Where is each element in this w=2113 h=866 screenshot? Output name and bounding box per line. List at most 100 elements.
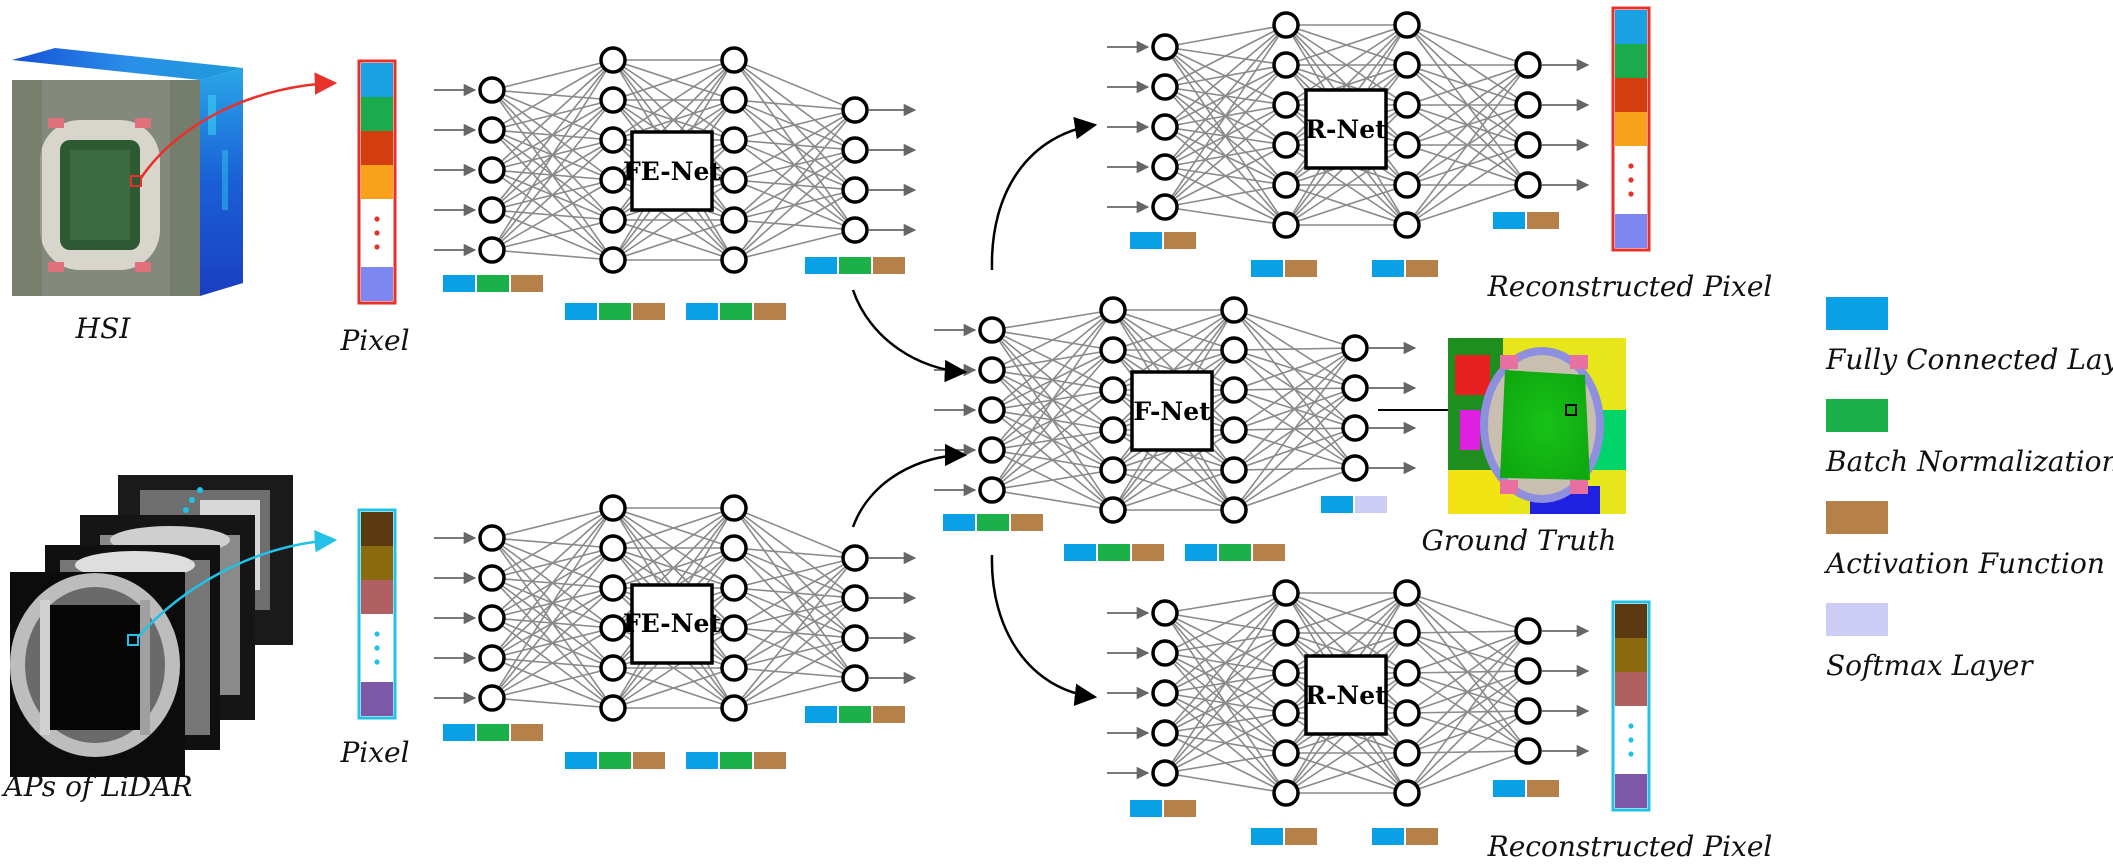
neuron-node	[1099, 376, 1127, 404]
neuron-node	[599, 534, 627, 562]
edge	[991, 429, 1114, 491]
neuron-node	[1099, 296, 1127, 324]
neuron-node	[1151, 73, 1179, 101]
edge	[1233, 347, 1356, 471]
act-block	[1253, 544, 1285, 561]
reconstructed-pixel-vector-top	[1611, 6, 1651, 252]
act-block	[1406, 260, 1438, 277]
edge	[491, 507, 614, 699]
act-block	[873, 706, 905, 723]
neuron-node	[1099, 336, 1127, 364]
fc-block	[565, 752, 597, 769]
neuron-node	[841, 176, 869, 204]
legend: Fully Connected LayerBatch Normalization…	[1823, 297, 2113, 682]
fe-bottom-to-f-net-arrow	[851, 443, 968, 528]
neuron-node	[1514, 617, 1542, 645]
reconstructed-pixel-label-bottom: Reconstructed Pixel	[1487, 830, 1773, 863]
neuron-node	[478, 76, 506, 104]
neuron-node	[841, 624, 869, 652]
edge	[733, 557, 856, 629]
edge	[1233, 427, 1356, 511]
pixel-band-cell	[361, 267, 393, 301]
neuron-node	[1151, 33, 1179, 61]
edge	[733, 59, 856, 111]
neuron-node	[478, 196, 506, 224]
edge	[1233, 347, 1356, 511]
act-block	[633, 752, 665, 769]
neuron-node	[720, 206, 748, 234]
edge	[733, 637, 856, 709]
pixel-band-cell	[361, 131, 393, 165]
neuron-node	[720, 654, 748, 682]
edge	[1406, 630, 1529, 754]
neuron-node	[841, 664, 869, 692]
edge	[491, 59, 614, 171]
hsi-to-pixel-arrow	[139, 72, 338, 179]
edge	[733, 109, 856, 221]
neuron-node	[1220, 336, 1248, 364]
bn-block	[599, 752, 631, 769]
neuron-node	[1151, 153, 1179, 181]
edge	[733, 189, 856, 261]
act-block	[1527, 212, 1559, 229]
neuron-node	[841, 96, 869, 124]
neuron-node	[599, 206, 627, 234]
neuron-node	[720, 694, 748, 722]
edge	[1233, 347, 1356, 391]
pixel-band-cell	[1615, 10, 1647, 44]
legend-swatch-act	[1826, 501, 1888, 534]
pixel-band-cell	[1615, 604, 1647, 638]
neuron-node	[1393, 619, 1421, 647]
f-net-title: F-Net	[1133, 397, 1211, 426]
legend-swatch-fc	[1826, 297, 1888, 330]
neuron-node	[720, 614, 748, 642]
fc-block	[1130, 800, 1162, 817]
neuron-node	[1341, 374, 1369, 402]
pixel-band-cell	[361, 165, 393, 199]
edge	[1406, 750, 1529, 794]
edge	[612, 507, 735, 589]
legend-swatch-softmax	[1826, 603, 1888, 636]
neuron-node	[1272, 699, 1300, 727]
edge	[1164, 712, 1287, 774]
neuron-node	[1220, 296, 1248, 324]
neuron-node	[978, 476, 1006, 504]
neuron-node	[1393, 699, 1421, 727]
edge	[491, 507, 614, 619]
edge	[991, 349, 1114, 491]
edge	[491, 59, 614, 211]
fe-net-bottom-box: FE-Net	[623, 583, 721, 665]
bn-block	[720, 752, 752, 769]
lidar-to-pixel-arrow	[137, 529, 338, 638]
edge	[1406, 64, 1529, 146]
edge	[1406, 630, 1529, 634]
edge	[491, 179, 614, 251]
pixel-band-cell	[1615, 78, 1647, 112]
edge	[491, 59, 614, 251]
edge	[1406, 670, 1529, 794]
bn-block	[477, 724, 509, 741]
act-block	[754, 752, 786, 769]
edge	[991, 309, 1114, 491]
neuron-node	[1272, 11, 1300, 39]
edge	[733, 557, 856, 589]
bn-block	[477, 275, 509, 292]
r-net-top	[1107, 11, 1590, 277]
edge	[1406, 630, 1529, 674]
hsi-label: HSI	[75, 312, 132, 345]
softmax-block	[1355, 496, 1387, 513]
edge	[1164, 24, 1287, 128]
pixel-band-cell	[361, 682, 393, 716]
edge	[733, 109, 856, 181]
act-block	[873, 257, 905, 274]
fc-block	[443, 724, 475, 741]
neuron-node	[1514, 51, 1542, 79]
neuron-node	[841, 216, 869, 244]
fc-block	[1493, 780, 1525, 797]
neuron-node	[599, 614, 627, 642]
edge	[1233, 347, 1356, 431]
fe-net-top-title: FE-Net	[623, 157, 721, 186]
edge	[991, 309, 1114, 451]
fc-block	[1493, 212, 1525, 229]
f-net-box: F-Net	[1130, 370, 1214, 452]
